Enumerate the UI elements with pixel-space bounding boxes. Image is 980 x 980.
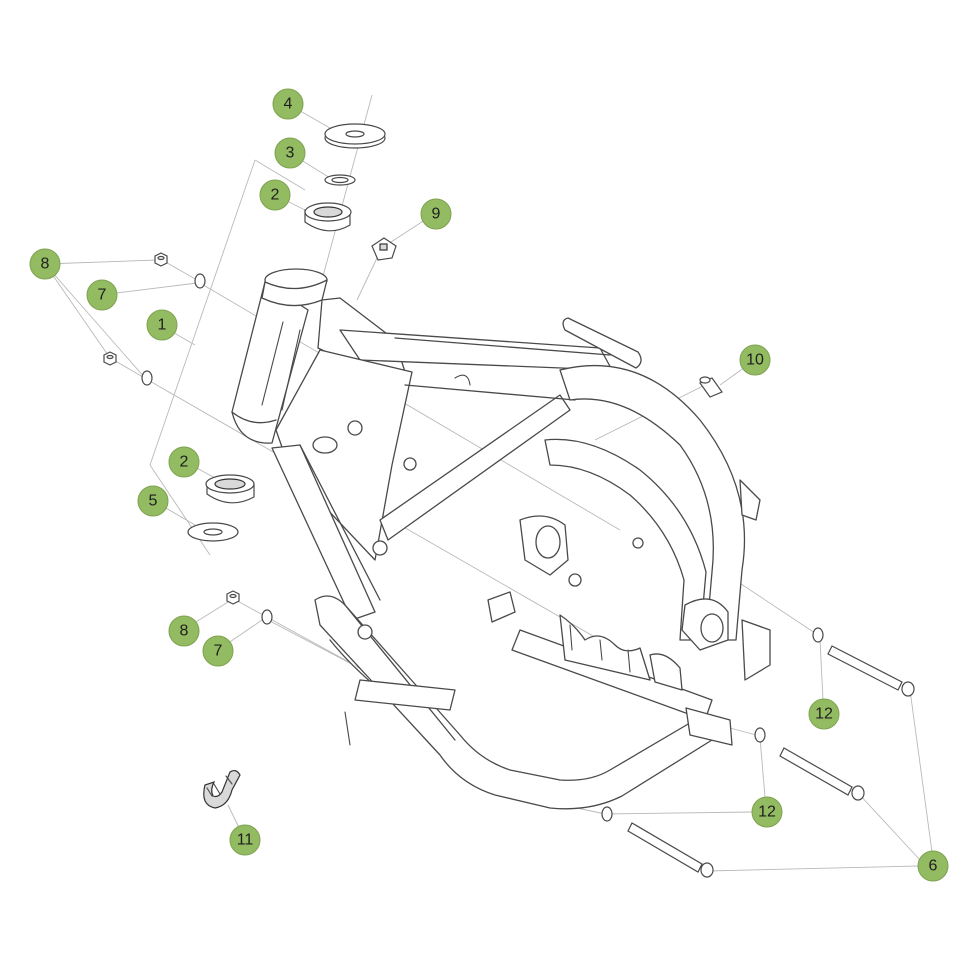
callout-2-lower[interactable]: 2: [168, 446, 200, 478]
callout-8-upper[interactable]: 8: [29, 248, 61, 280]
cable-clamp-part: [203, 769, 241, 809]
washer-part: [141, 370, 153, 386]
callout-2-upper[interactable]: 2: [259, 179, 291, 211]
callout-4[interactable]: 4: [272, 88, 304, 120]
callout-6-label: 6: [929, 858, 938, 875]
leader-lines: [44, 94, 933, 872]
callout-3[interactable]: 3: [274, 137, 306, 169]
upper-bearing-part: [304, 202, 352, 232]
callout-11-label: 11: [237, 832, 254, 849]
nut-part-middle: [103, 351, 117, 366]
washer-part: [194, 273, 206, 289]
callout-5-label: 5: [149, 493, 158, 510]
lower-bearing-part: [205, 474, 255, 504]
callout-9-label: 9: [432, 206, 441, 223]
callout-1-label: 1: [158, 317, 167, 334]
washer-part: [754, 727, 766, 743]
callout-7-upper[interactable]: 7: [86, 279, 118, 311]
callout-7-lower[interactable]: 7: [202, 635, 234, 667]
nut-part-lower: [226, 590, 240, 605]
washer-part: [601, 806, 613, 822]
callout-4-label: 4: [284, 96, 293, 113]
seal-ring-part: [324, 174, 356, 186]
callout-5[interactable]: 5: [137, 485, 169, 517]
callout-7-upper-label: 7: [98, 287, 107, 304]
washer-part: [812, 627, 824, 643]
callout-6[interactable]: 6: [917, 850, 949, 882]
callout-11[interactable]: 11: [229, 824, 261, 856]
callout-7-lower-label: 7: [214, 643, 223, 660]
callout-3-label: 3: [286, 145, 295, 162]
long-bolt-part: [779, 747, 865, 801]
callout-12-upper[interactable]: 12: [808, 698, 840, 730]
bushing-part: [699, 376, 723, 398]
frame-structure: [231, 268, 771, 810]
callout-9[interactable]: 9: [420, 198, 452, 230]
callout-10[interactable]: 10: [739, 344, 771, 376]
callout-8-lower[interactable]: 8: [168, 615, 200, 647]
callout-8-lower-label: 8: [180, 623, 189, 640]
long-bolt-part: [627, 822, 714, 878]
callout-2-lower-label: 2: [180, 454, 189, 471]
washer-part: [261, 609, 273, 625]
parts: [103, 123, 915, 878]
callout-8-upper-label: 8: [41, 256, 50, 273]
callout-10-label: 10: [746, 352, 764, 369]
nut-part-upper: [154, 252, 168, 267]
clip-nut-part: [371, 237, 397, 261]
callout-2-upper-label: 2: [271, 187, 280, 204]
lower-ring-part: [187, 522, 239, 542]
callout-1[interactable]: 1: [146, 309, 178, 341]
dust-cover-part: [324, 123, 386, 149]
callout-12-lower[interactable]: 12: [751, 796, 783, 828]
callout-12-lower-label: 12: [758, 804, 776, 821]
long-bolt-part: [827, 645, 915, 697]
callout-12-upper-label: 12: [815, 706, 833, 723]
